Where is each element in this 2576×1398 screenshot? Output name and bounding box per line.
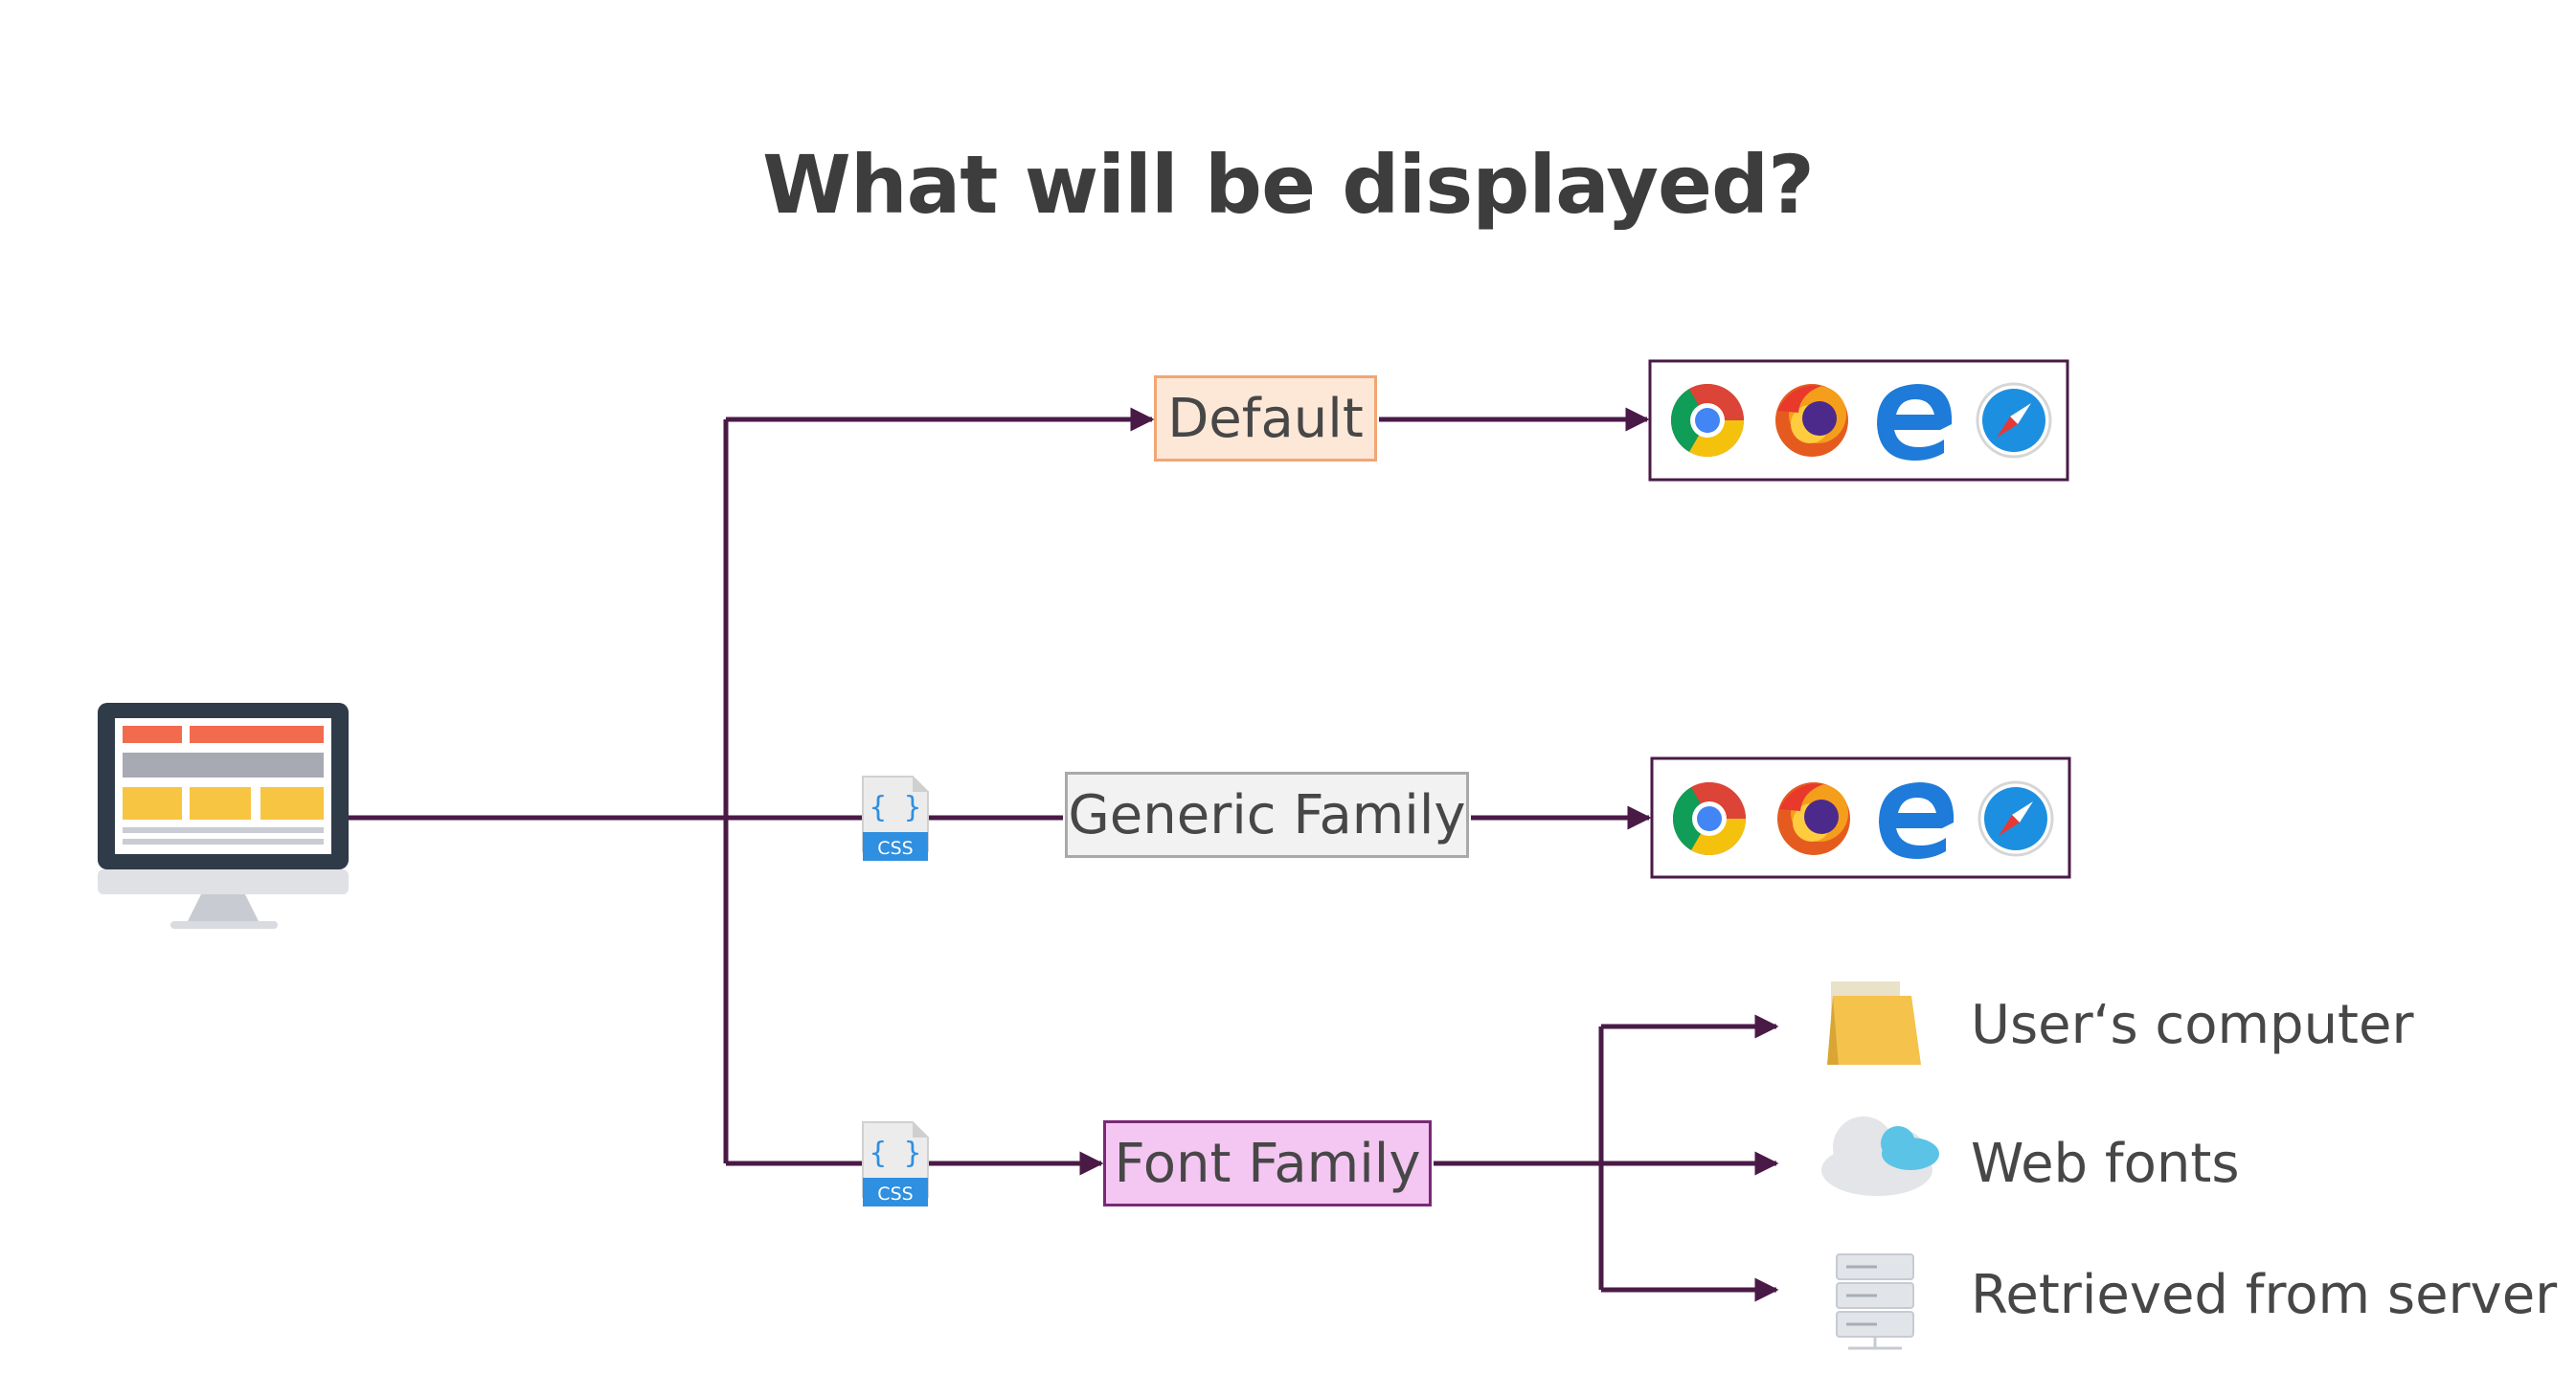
web-fonts-label: Web fonts	[1971, 1133, 2240, 1195]
cloud-icon	[1821, 1116, 1939, 1196]
server-icon	[1836, 1253, 1914, 1350]
chrome-icon	[1671, 384, 1744, 457]
css-badge-label: CSS	[877, 1184, 913, 1205]
generic-family-node: Generic Family	[1065, 772, 1469, 858]
diagram-title: What will be displayed?	[762, 138, 1815, 233]
users-computer-label: User‘s computer	[1971, 994, 2414, 1056]
edge-icon	[1877, 384, 1953, 461]
folder-icon	[1827, 981, 1921, 1065]
firefox-icon	[1775, 384, 1848, 457]
server-source-label: Retrieved from server	[1971, 1264, 2558, 1326]
safari-icon	[1976, 382, 2052, 459]
chrome-icon	[1673, 782, 1746, 855]
firefox-icon	[1777, 782, 1850, 855]
font-family-node: Font Family	[1103, 1120, 1432, 1206]
safari-icon	[1977, 780, 2054, 857]
css-badge-label: CSS	[877, 838, 913, 859]
edge-icon	[1879, 782, 1955, 859]
default-node: Default	[1154, 375, 1377, 462]
monitor-icon	[98, 703, 349, 929]
